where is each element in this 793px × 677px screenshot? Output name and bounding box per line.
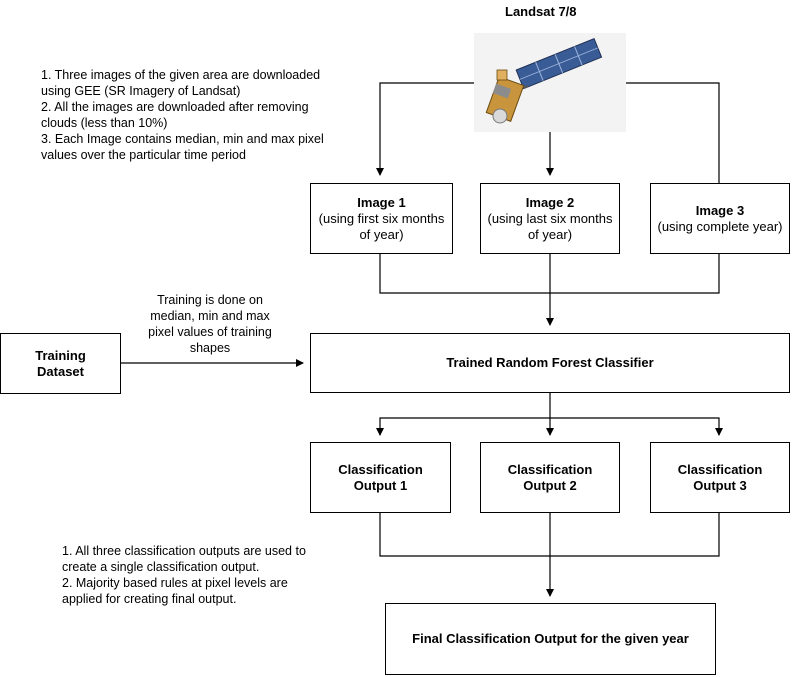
output-1-label: Classification <box>338 461 423 477</box>
output-2-label: Output 2 <box>523 477 577 493</box>
output-3-label: Classification <box>677 461 763 477</box>
image-1-box: Image 1 (using first six months of year) <box>310 183 453 254</box>
image-1-desc: of year) <box>359 226 404 242</box>
image-1-title: Image 1 <box>357 194 406 210</box>
note-line: 3. Each Image contains median, min and m… <box>41 132 324 146</box>
output-2-label: Classification <box>507 461 593 477</box>
classifier-box: Trained Random Forest Classifier <box>310 333 790 393</box>
training-dataset-box: Training Dataset <box>0 333 121 394</box>
image-3-box: Image 3 (using complete year) <box>650 183 790 254</box>
source-title: Landsat 7/8 <box>505 4 577 19</box>
note-line: median, min and max <box>150 309 270 323</box>
classification-output-3-box: Classification Output 3 <box>650 442 790 513</box>
note-line: 2. Majority based rules at pixel levels … <box>62 576 288 590</box>
classification-output-1-box: Classification Output 1 <box>310 442 451 513</box>
note-line: 2. All the images are downloaded after r… <box>41 100 309 114</box>
training-dataset-label: Training <box>35 347 86 363</box>
note-line: create a single classification output. <box>62 560 260 574</box>
note-line: using GEE (SR Imagery of Landsat) <box>41 84 241 98</box>
combination-note: 1. All three classification outputs are … <box>62 543 306 607</box>
final-output-label: Final Classification Output for the give… <box>412 631 689 646</box>
note-line: values over the particular time period <box>41 148 246 162</box>
training-note: Training is done on median, min and max … <box>128 292 292 356</box>
note-line: Training is done on <box>157 293 263 307</box>
note-line: pixel values of training <box>148 325 272 339</box>
satellite-icon <box>474 33 626 132</box>
classifier-label: Trained Random Forest Classifier <box>446 355 654 370</box>
image-3-title: Image 3 <box>695 202 745 218</box>
image-3-desc: (using complete year) <box>657 218 783 234</box>
image-2-desc: of year) <box>527 226 573 242</box>
output-3-label: Output 3 <box>693 477 747 493</box>
final-output-box: Final Classification Output for the give… <box>385 603 716 675</box>
note-line: 1. All three classification outputs are … <box>62 544 306 558</box>
note-line: 1. Three images of the given area are do… <box>41 68 321 82</box>
training-dataset-label: Dataset <box>37 363 84 379</box>
classification-output-2-box: Classification Output 2 <box>480 442 620 513</box>
note-line: shapes <box>189 341 231 355</box>
note-line: applied for creating final output. <box>62 592 237 606</box>
image-2-box: Image 2 (using last six months of year) <box>480 183 620 254</box>
image-2-title: Image 2 <box>525 194 575 210</box>
note-line: clouds (less than 10%) <box>41 116 168 130</box>
download-note: 1. Three images of the given area are do… <box>41 67 324 163</box>
image-1-desc: (using first six months <box>318 210 445 226</box>
image-2-desc: (using last six months <box>487 210 613 226</box>
connector-lines <box>120 82 723 597</box>
output-1-label: Output 1 <box>353 477 408 493</box>
